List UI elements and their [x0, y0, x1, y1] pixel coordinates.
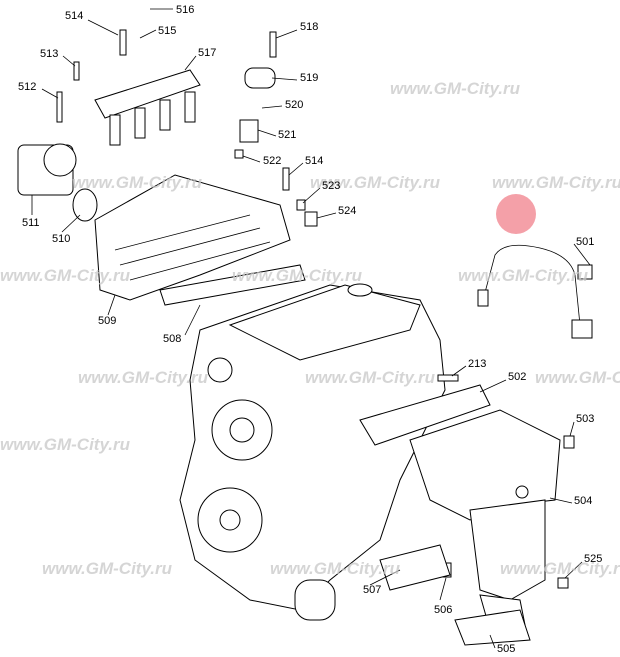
callout-508: 508	[163, 333, 181, 345]
callout-516: 516	[176, 4, 194, 16]
watermark: www.GM-City.ru	[492, 173, 620, 192]
callout-517: 517	[198, 47, 216, 59]
watermark: www.GM-City.ru	[390, 79, 521, 98]
small-parts	[56, 31, 575, 646]
callout-505: 505	[497, 643, 515, 655]
callout-519: 519	[300, 72, 318, 84]
exhaust-manifold	[359, 384, 561, 631]
callout-525: 525	[584, 553, 602, 565]
watermark: www.GM-City.ru	[535, 368, 620, 387]
callout-512: 512	[18, 81, 36, 93]
callout-518: 518	[300, 21, 318, 33]
callout-523: 523	[322, 180, 340, 192]
callout-507: 507	[363, 584, 381, 596]
watermark: www.GM-City.ru	[0, 435, 131, 454]
watermark: www.GM-City.ru	[232, 266, 363, 285]
callout-522: 522	[263, 155, 281, 167]
fuel-rail	[94, 29, 201, 146]
watermark: www.GM-City.ru	[270, 559, 401, 578]
watermarks: www.GM-City.ru www.GM-City.ru www.GM-Cit…	[0, 79, 620, 578]
leader-lines	[31, 8, 591, 649]
callout-521: 521	[278, 129, 296, 141]
oxygen-sensor	[477, 244, 593, 339]
callout-501: 501	[576, 236, 594, 248]
highlight-marker	[496, 194, 536, 234]
callout-515: 515	[158, 25, 176, 37]
callout-503: 503	[576, 413, 594, 425]
callout-510: 510	[52, 233, 70, 245]
callout-514b: 514	[305, 155, 323, 167]
watermark: www.GM-City.ru	[72, 173, 203, 192]
throttle-body	[17, 143, 98, 222]
callout-513: 513	[40, 48, 58, 60]
callout-524: 524	[338, 205, 356, 217]
watermark: www.GM-City.ru	[310, 173, 441, 192]
engine-block	[179, 283, 446, 621]
watermark: www.GM-City.ru	[500, 559, 620, 578]
callout-506: 506	[434, 604, 452, 616]
intake-manifold	[94, 174, 306, 306]
watermark: www.GM-City.ru	[458, 266, 589, 285]
watermark: www.GM-City.ru	[78, 368, 209, 387]
callout-213: 213	[468, 358, 486, 370]
callout-labels: 514 516 515 513 517 518 519 512 520 521 …	[18, 4, 602, 655]
watermark: www.GM-City.ru	[305, 368, 436, 387]
callout-514: 514	[65, 10, 83, 22]
watermark: www.GM-City.ru	[0, 266, 131, 285]
callout-502: 502	[508, 371, 526, 383]
callout-509: 509	[98, 315, 116, 327]
callout-504: 504	[574, 495, 592, 507]
watermark: www.GM-City.ru	[42, 559, 173, 578]
callout-520: 520	[285, 99, 303, 111]
callout-511: 511	[22, 217, 40, 229]
